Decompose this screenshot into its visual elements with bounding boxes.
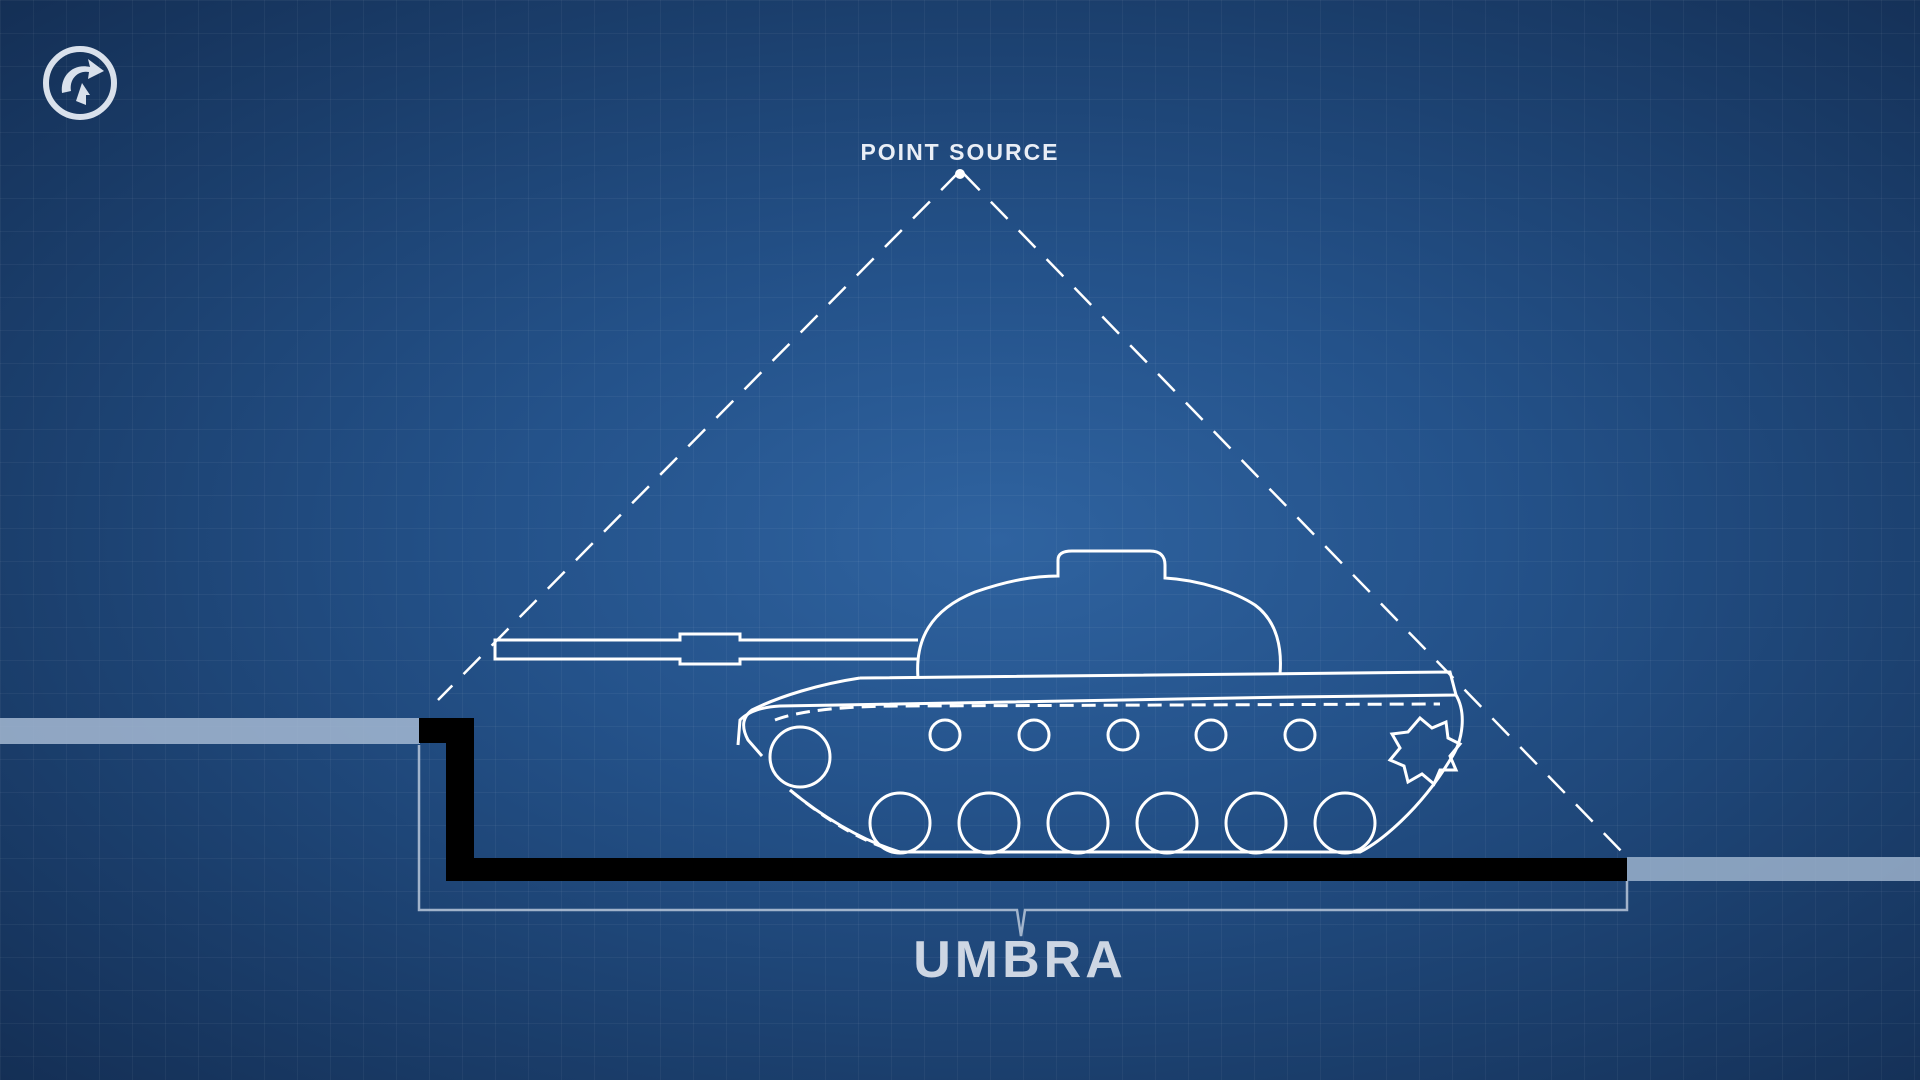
ground-right (1627, 857, 1920, 881)
point-source-dot (955, 169, 965, 179)
point-source-label: POINT SOURCE (860, 139, 1060, 165)
umbra-label: UMBRA (913, 931, 1127, 989)
tank-outline (493, 549, 1464, 855)
umbra-shadow (419, 718, 1627, 881)
light-ray-left (437, 172, 959, 701)
light-ray-right (962, 172, 1628, 858)
wargaming-logo-icon (43, 46, 117, 120)
ground-left (0, 718, 420, 744)
umbra-bracket (417, 745, 1629, 937)
